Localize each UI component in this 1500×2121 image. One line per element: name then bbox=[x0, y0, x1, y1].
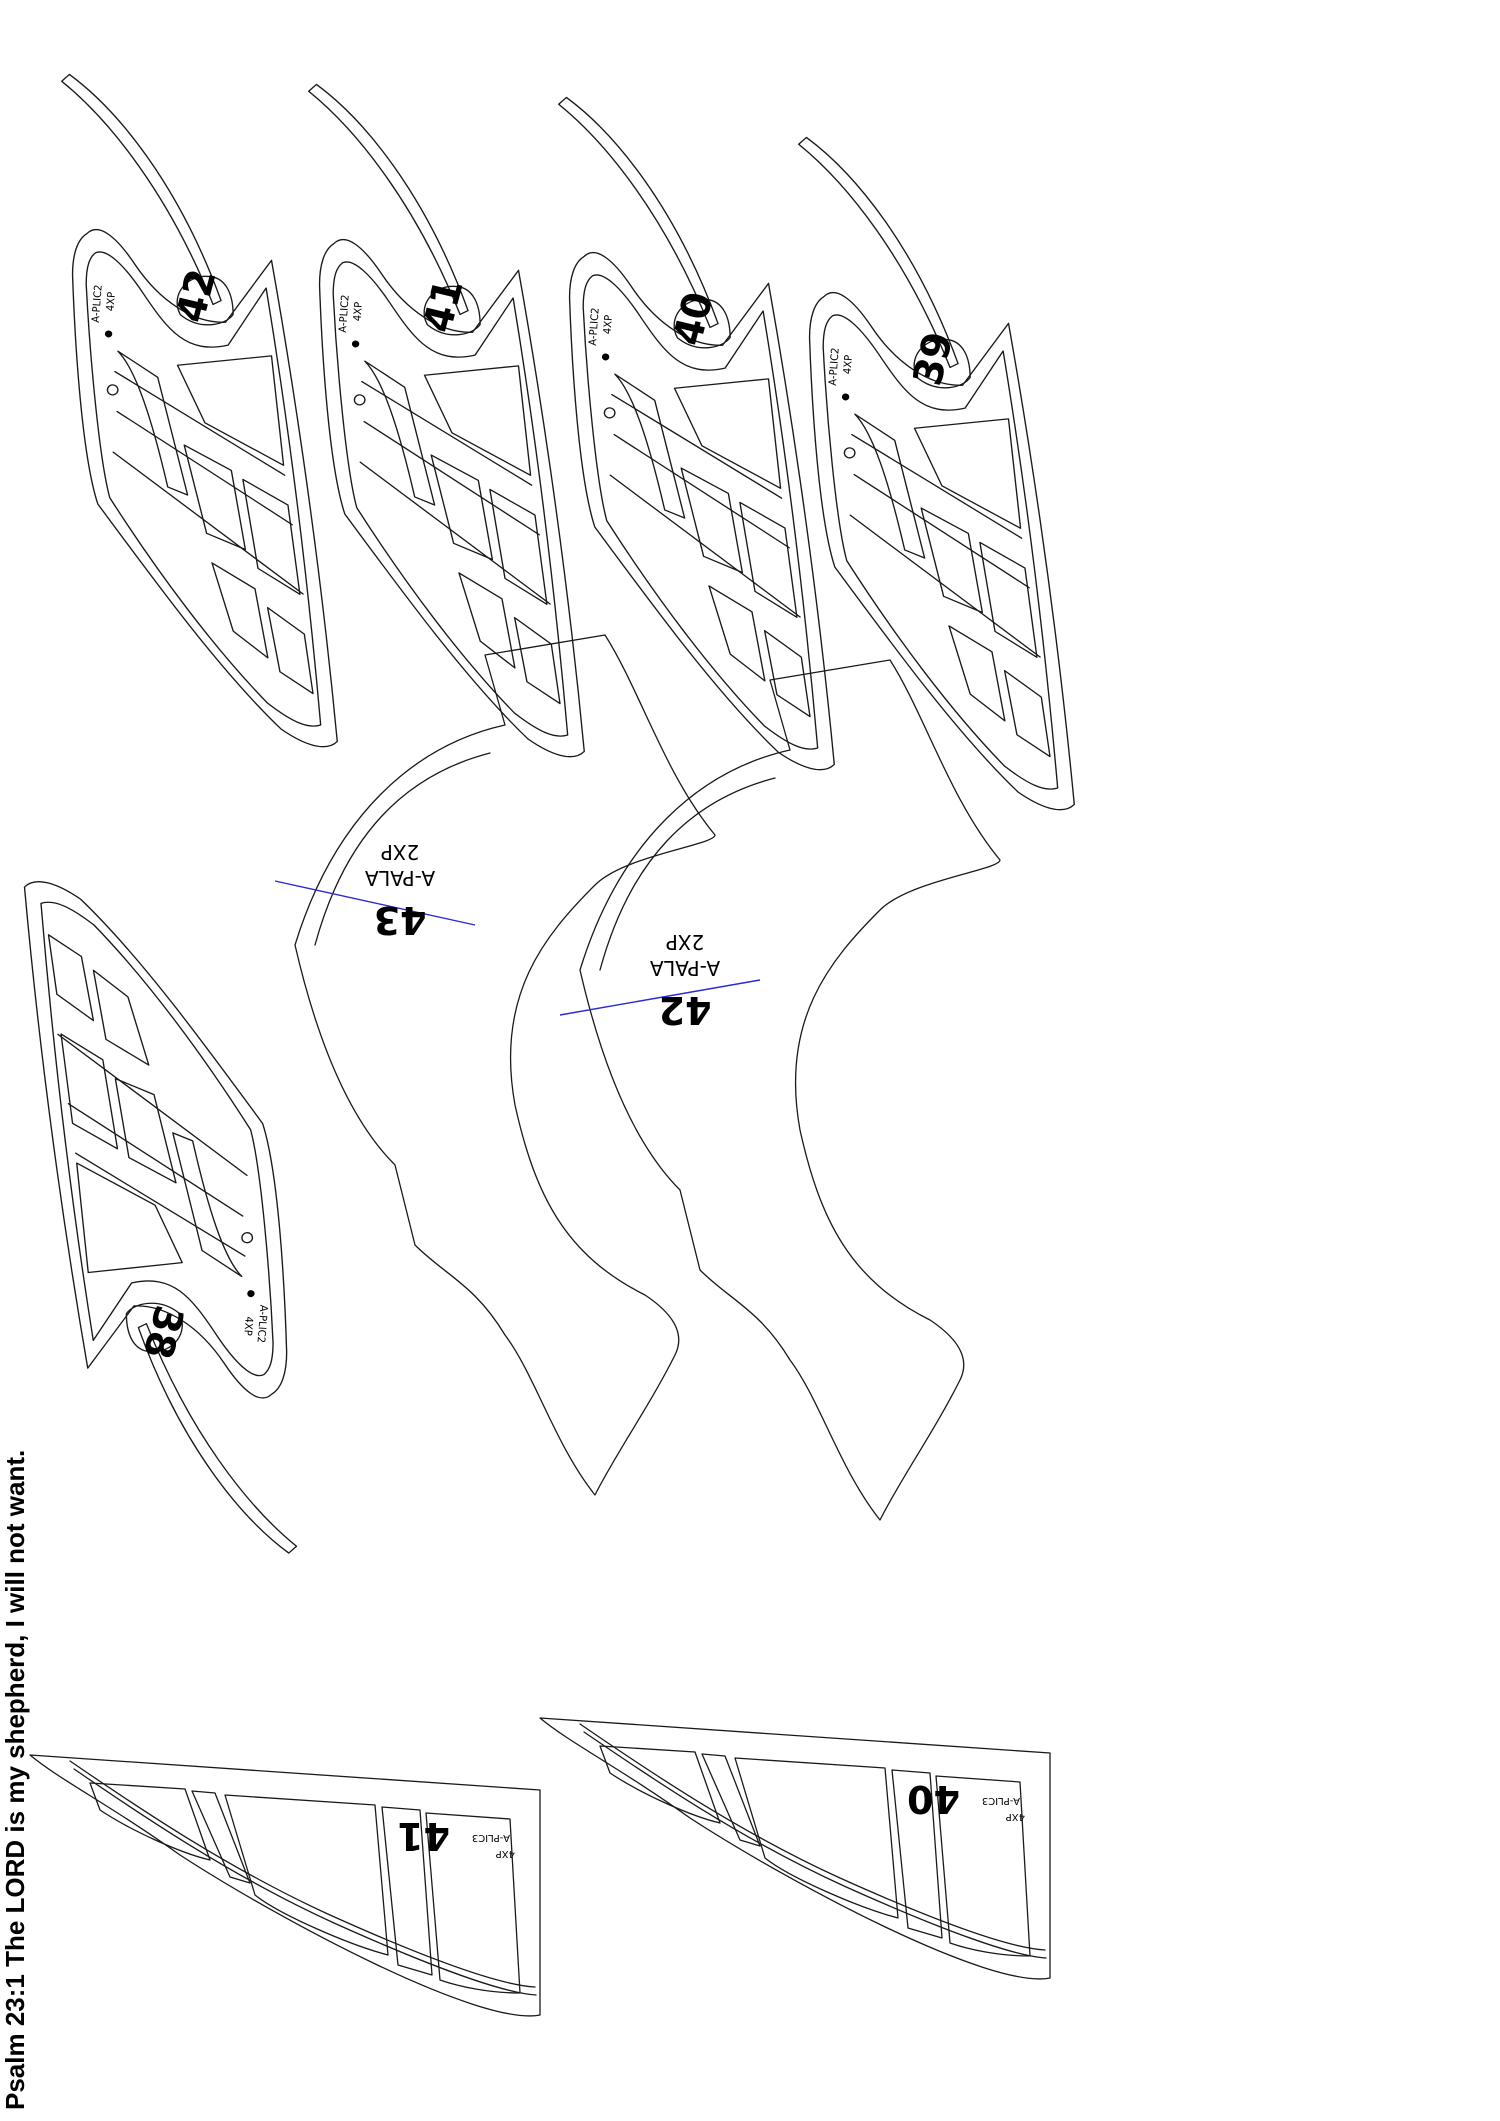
svg-text:4XP: 4XP bbox=[104, 292, 118, 312]
part-40-plic3: 40 A-PLIC3 4XP bbox=[539, 1717, 1051, 1980]
svg-text:4XP: 4XP bbox=[1006, 1811, 1025, 1822]
part-number: 38 bbox=[133, 1301, 191, 1363]
svg-text:4XP: 4XP bbox=[601, 315, 615, 335]
part-40-wing: 40 A-PLIC2 4XP bbox=[540, 77, 837, 791]
part-number: 40 bbox=[665, 288, 723, 350]
part-42-wing: 42 A-PLIC2 4XP bbox=[43, 54, 340, 768]
fold-line bbox=[559, 979, 761, 1016]
part-41-wing: 41 A-PLIC2 4XP bbox=[290, 64, 587, 778]
svg-text:4XP: 4XP bbox=[241, 1316, 255, 1336]
svg-text:A-PALA: A-PALA bbox=[650, 956, 721, 980]
part-38-wing: 38 A-PLIC2 4XP bbox=[22, 859, 315, 1575]
svg-text:2XP: 2XP bbox=[666, 930, 705, 954]
svg-text:43: 43 bbox=[374, 898, 427, 942]
svg-text:4XP: 4XP bbox=[841, 355, 855, 375]
svg-text:A-PLIC3: A-PLIC3 bbox=[472, 1832, 510, 1843]
svg-text:A-PLIC2: A-PLIC2 bbox=[254, 1304, 269, 1343]
svg-text:A-PLIC2: A-PLIC2 bbox=[337, 294, 352, 333]
part-number: 42 bbox=[168, 265, 226, 327]
part-number: 41 bbox=[415, 275, 473, 337]
part-41-plic3: 41 A-PLIC3 4XP bbox=[29, 1754, 541, 2017]
svg-text:4XP: 4XP bbox=[496, 1848, 515, 1859]
svg-text:41: 41 bbox=[397, 1814, 450, 1858]
svg-text:40: 40 bbox=[907, 1777, 960, 1821]
svg-text:A-PLIC2: A-PLIC2 bbox=[827, 347, 842, 386]
part-43-pala: 2XP A-PALA 43 bbox=[274, 634, 716, 1496]
svg-text:4XP: 4XP bbox=[351, 302, 365, 322]
svg-text:A-PLIC3: A-PLIC3 bbox=[982, 1795, 1020, 1806]
svg-text:A-PALA: A-PALA bbox=[365, 866, 436, 890]
svg-text:2XP: 2XP bbox=[381, 840, 420, 864]
fold-line bbox=[274, 880, 476, 926]
footer-verse: Psalm 23:1 The LORD is my shepherd, I wi… bbox=[0, 1450, 30, 2110]
part-39-wing: 39 A-PLIC2 4XP bbox=[780, 117, 1077, 831]
part-number: 39 bbox=[905, 328, 963, 390]
part-42-pala: 2XP A-PALA 42 bbox=[559, 659, 1001, 1521]
svg-text:42: 42 bbox=[659, 988, 712, 1032]
svg-text:A-PLIC2: A-PLIC2 bbox=[90, 284, 105, 323]
svg-text:A-PLIC2: A-PLIC2 bbox=[587, 307, 602, 346]
